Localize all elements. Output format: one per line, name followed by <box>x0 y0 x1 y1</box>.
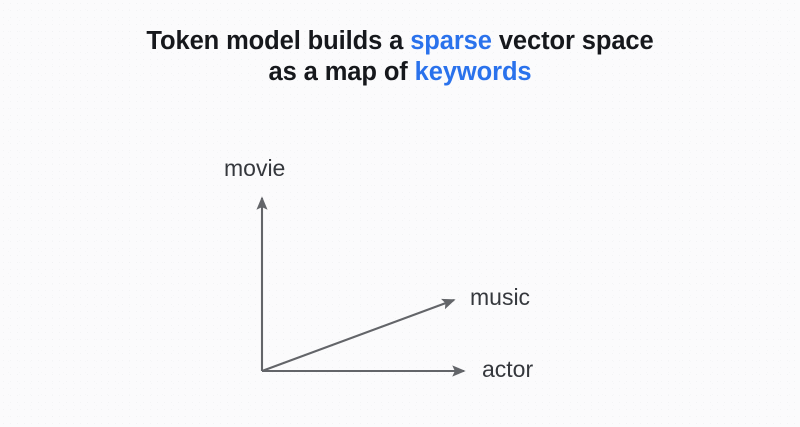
axis-label-actor: actor <box>482 356 534 382</box>
title-line-2-pre: as a map of <box>268 58 415 86</box>
title-highlight-sparse: sparse <box>410 27 492 55</box>
title-line-1-pre: Token model builds a <box>146 27 411 55</box>
axis-label-music: music <box>470 284 531 310</box>
diagonal-axis-arrow <box>261 298 456 372</box>
axis-label-movie: movie <box>224 155 286 181</box>
title-highlight-keywords: keywords <box>414 58 532 86</box>
title-line-1: Token model builds a sparse vector space <box>0 26 800 57</box>
title-line-2: as a map of keywords <box>0 57 800 88</box>
page-title: Token model builds a sparse vector space… <box>0 26 800 88</box>
title-line-1-post: vector space <box>491 27 654 55</box>
